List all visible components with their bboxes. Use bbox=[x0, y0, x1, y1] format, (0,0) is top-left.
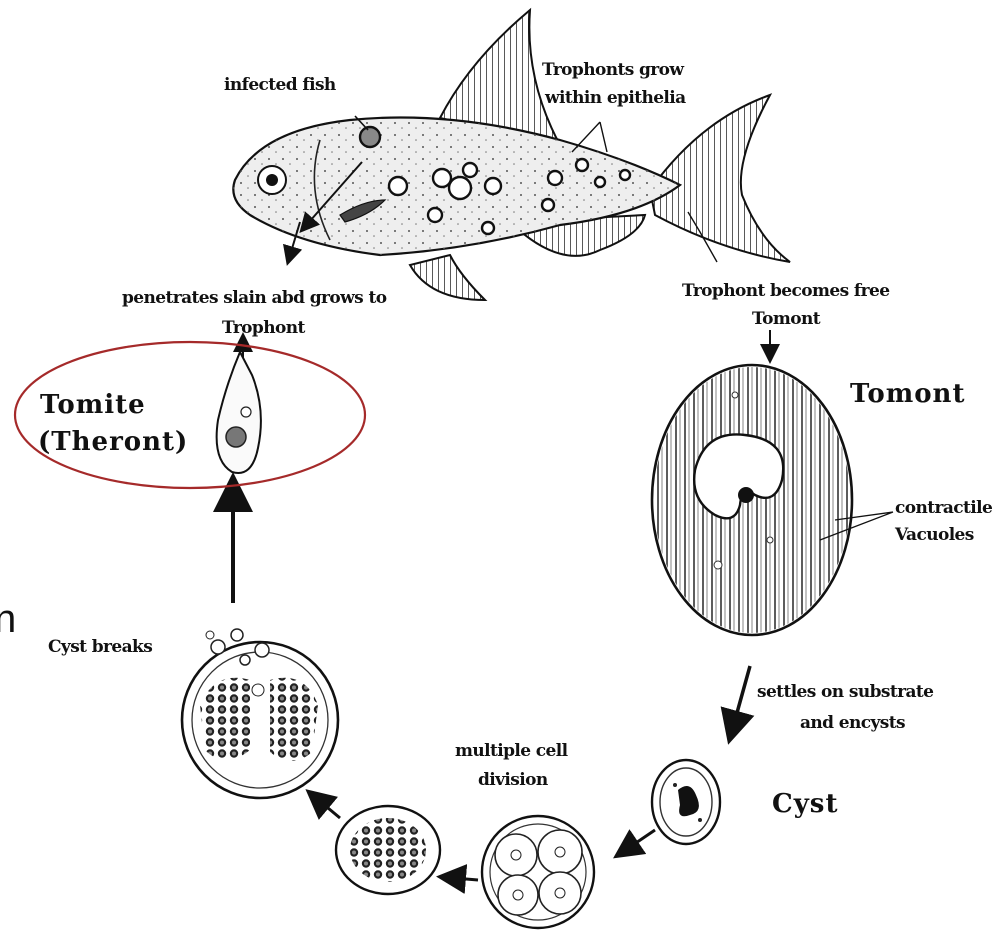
label-contractile-2: Vacuoles bbox=[894, 525, 974, 545]
label-tomont: Tomont bbox=[850, 379, 965, 409]
label-penetrates-1: penetrates slain abd grows to bbox=[122, 288, 387, 308]
label-theront: (Theront) bbox=[38, 427, 188, 457]
label-contractile-1: contractile bbox=[895, 498, 993, 518]
label-multiple-1: multiple cell bbox=[455, 741, 569, 761]
infected-fish-illustration bbox=[233, 10, 790, 300]
label-penetrates-2: Trophont bbox=[222, 318, 305, 338]
label-tomite: Tomite bbox=[40, 390, 146, 420]
breaking-cyst bbox=[182, 629, 338, 798]
edge-text-fragment: n bbox=[0, 597, 16, 641]
label-multiple-2: division bbox=[478, 770, 548, 790]
tomont-cell bbox=[652, 365, 852, 635]
cyst-cell bbox=[652, 760, 720, 844]
dividing-cell bbox=[482, 816, 594, 928]
label-cyst-breaks: Cyst breaks bbox=[48, 637, 152, 657]
tail-fin bbox=[650, 95, 790, 262]
pelvic-fin bbox=[410, 255, 485, 300]
label-trophont-free-1: Trophont becomes free bbox=[682, 281, 890, 301]
label-settles-2: and encysts bbox=[800, 713, 905, 733]
label-infected-fish: infected fish bbox=[224, 75, 336, 95]
multicell-cyst bbox=[336, 806, 440, 894]
tomite-cell bbox=[217, 352, 261, 473]
label-trophonts-grow-2: within epithelia bbox=[544, 88, 686, 108]
label-settles-1: settles on substrate bbox=[757, 682, 934, 702]
label-trophonts-grow-1: Trophonts grow bbox=[542, 60, 684, 80]
label-cyst: Cyst bbox=[772, 789, 838, 819]
label-trophont-free-2: Tomont bbox=[752, 309, 821, 329]
